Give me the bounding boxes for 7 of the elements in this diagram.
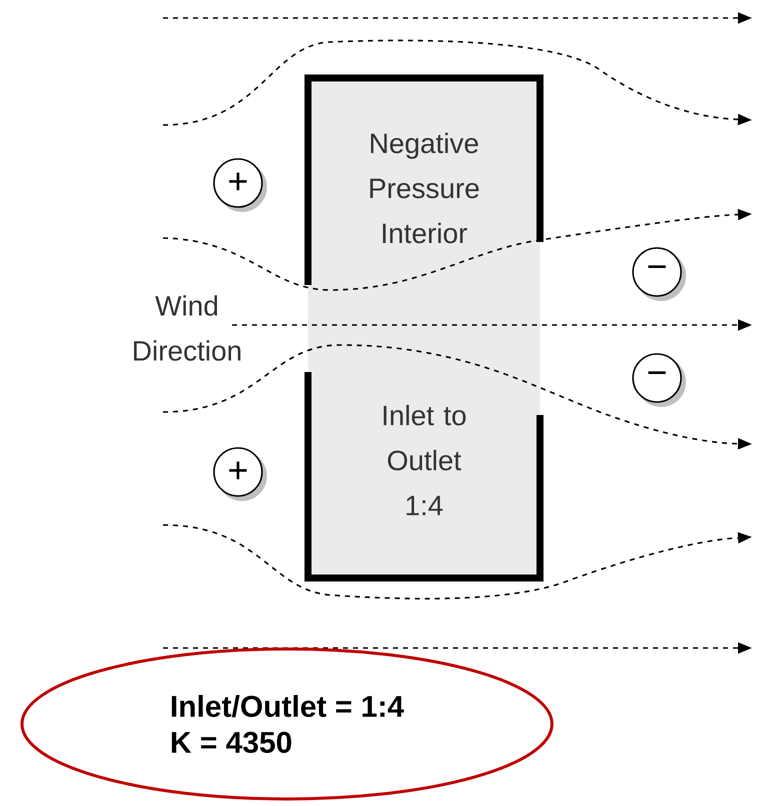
pressure-sign: + [213, 447, 267, 501]
room-label: Negative Pressure Interior [370, 132, 479, 244]
wind-label: Wind Direction [134, 295, 240, 361]
room-label: Inlet to Outlet 1:4 [384, 404, 466, 516]
pressure-sign: − [632, 353, 686, 407]
pressure-sign: + [213, 158, 267, 212]
pressure-sign: − [632, 247, 686, 301]
